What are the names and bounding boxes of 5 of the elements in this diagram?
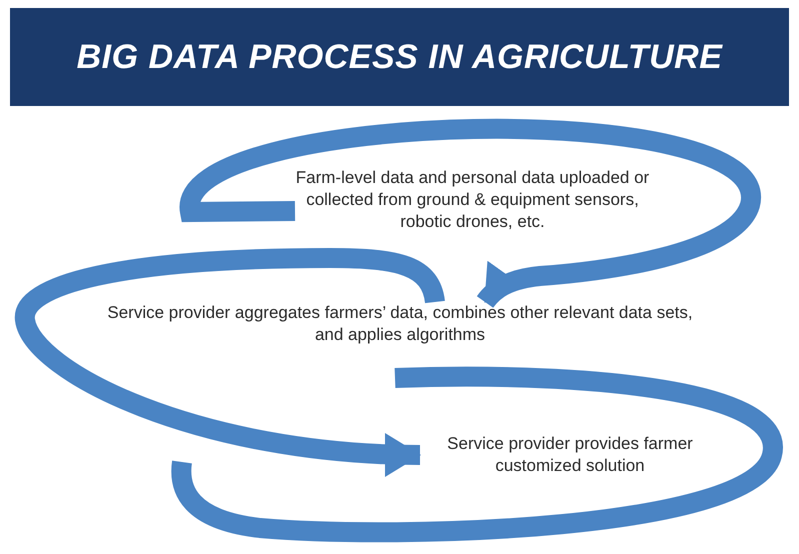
step-text: Service provider provides farmer customized solution: [420, 433, 720, 477]
title: BIG DATA PROCESS IN AGRICULTURE: [76, 38, 722, 76]
step-text: Farm-level data and personal data uploaded or collected from ground & equipment sensors, robotic drones, etc.: [295, 167, 650, 233]
step-text: Service provider aggregates farmers’ data, combines other relevant data sets, and applies algorithms: [95, 302, 705, 346]
curved-arrow: [180, 119, 760, 309]
